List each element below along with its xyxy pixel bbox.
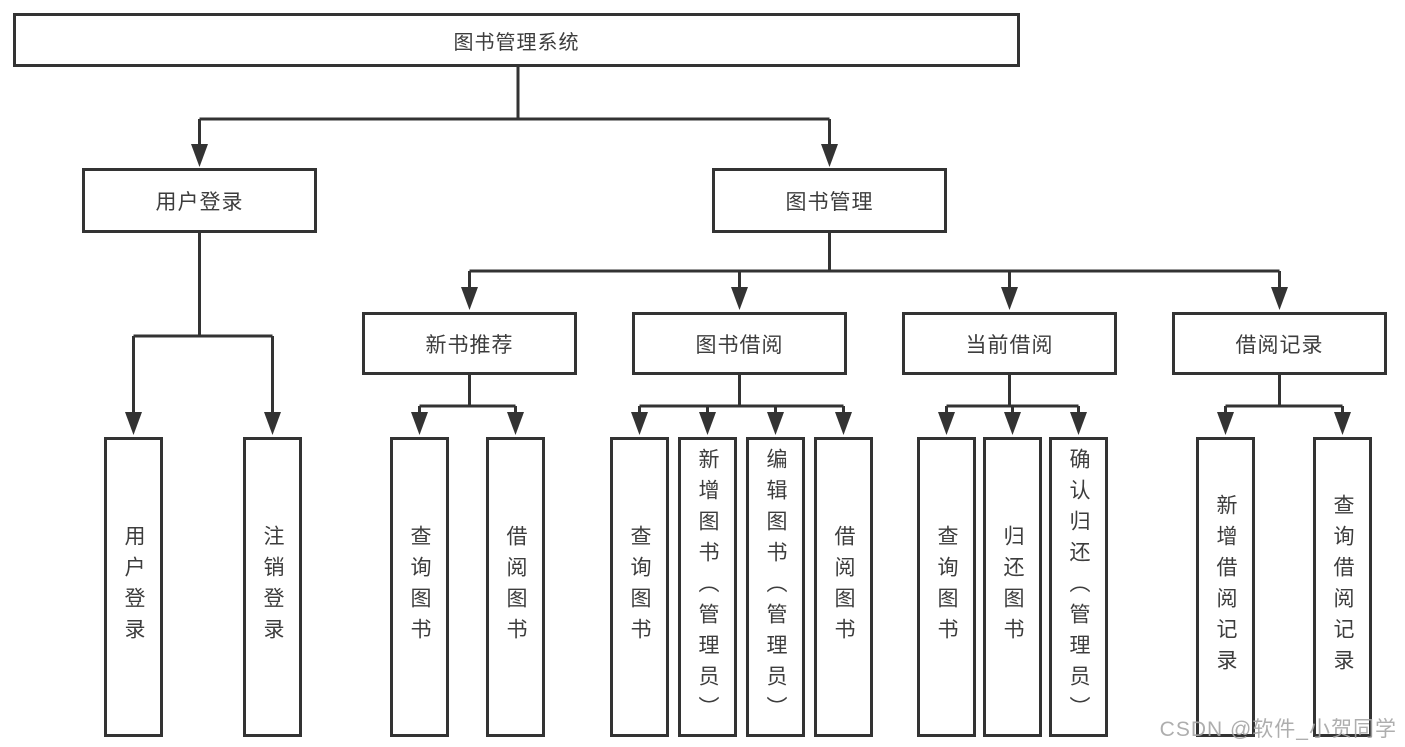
leaf-borrow-book-recommend: 借阅图书 bbox=[486, 437, 545, 737]
leaf-logout-login: 注销登录 bbox=[243, 437, 302, 737]
leaf-borrow-book: 借阅图书 bbox=[814, 437, 873, 737]
node-user-login: 用户登录 bbox=[82, 168, 317, 233]
arrowheads bbox=[125, 144, 1351, 435]
leaf-query-borrow-record: 查询借阅记录 bbox=[1313, 437, 1372, 737]
leaf-query-book-current: 查询图书 bbox=[917, 437, 976, 737]
leaf-return-book: 归还图书 bbox=[983, 437, 1042, 737]
node-book-management: 图书管理 bbox=[712, 168, 947, 233]
node-current-borrow: 当前借阅 bbox=[902, 312, 1117, 375]
leaf-add-book-admin: 新增图书（管理员） bbox=[678, 437, 737, 737]
node-root-system: 图书管理系统 bbox=[13, 13, 1020, 67]
node-book-borrow: 图书借阅 bbox=[632, 312, 847, 375]
leaf-user-login: 用户登录 bbox=[104, 437, 163, 737]
node-borrow-record: 借阅记录 bbox=[1172, 312, 1387, 375]
leaf-query-book-recommend: 查询图书 bbox=[390, 437, 449, 737]
leaf-confirm-return-admin: 确认归还（管理员） bbox=[1049, 437, 1108, 737]
csdn-watermark: CSDN @软件_小贺同学 bbox=[1159, 718, 1397, 741]
leaf-add-borrow-record: 新增借阅记录 bbox=[1196, 437, 1255, 737]
leaf-edit-book-admin: 编辑图书（管理员） bbox=[746, 437, 805, 737]
node-new-book-recommend: 新书推荐 bbox=[362, 312, 577, 375]
leaf-query-book-borrow: 查询图书 bbox=[610, 437, 669, 737]
